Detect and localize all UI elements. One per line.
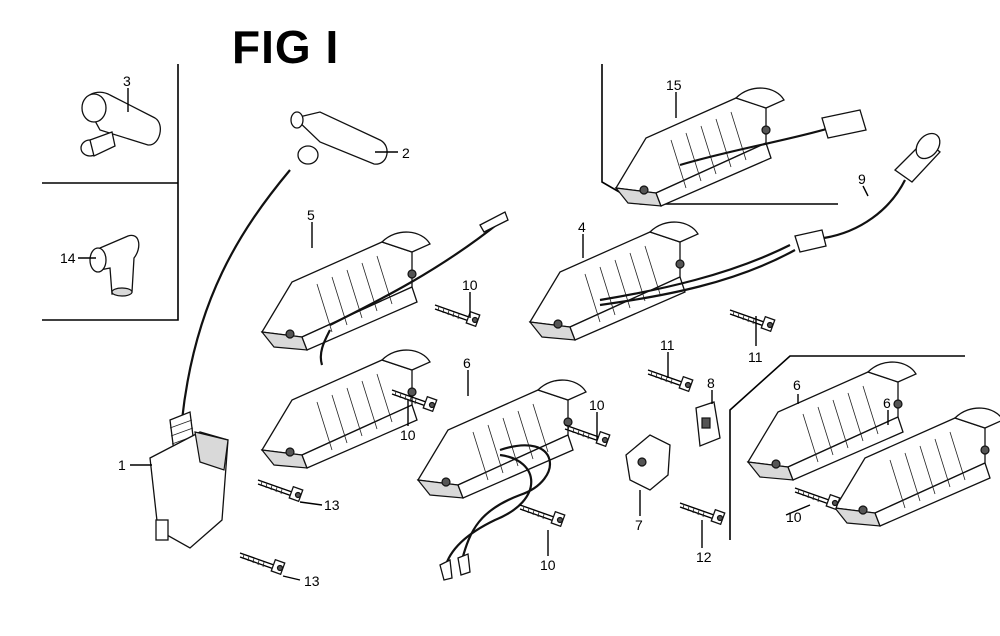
callout-8: 8 — [707, 375, 715, 391]
callout-1: 1 — [118, 457, 126, 473]
callout-12: 12 — [696, 549, 712, 565]
bolt-10-e — [794, 487, 841, 511]
inset-frame-bottom-right — [729, 355, 965, 540]
part-15-coil — [615, 87, 867, 207]
part-2-plug-cap — [290, 111, 388, 165]
callout-9: 9 — [858, 171, 866, 187]
inset-frame-left — [42, 64, 179, 321]
part-4-coil — [529, 221, 796, 341]
part-14-elbow-cap — [89, 234, 140, 297]
callout-6: 6 — [463, 355, 471, 371]
bolt-10-c — [564, 424, 611, 448]
callout-6-inset-b: 6 — [883, 395, 891, 411]
bolt-10-a — [434, 304, 481, 328]
callout-5: 5 — [307, 207, 315, 223]
bolt-11-a — [647, 369, 694, 393]
part-8-grommet — [695, 401, 721, 447]
callout-4: 4 — [578, 219, 586, 235]
callout-10-a: 10 — [462, 277, 478, 293]
callout-13-b: 13 — [304, 573, 320, 589]
bolt-10-d — [519, 504, 566, 528]
callout-11-a: 11 — [660, 337, 675, 353]
bolt-13-a — [257, 479, 304, 503]
callout-7: 7 — [635, 517, 643, 533]
part-7-bracket — [625, 434, 671, 491]
bolt-13-b — [239, 552, 286, 576]
part-1-ignition-coil — [149, 169, 291, 549]
callout-2: 2 — [402, 145, 410, 161]
part-5-coil — [261, 211, 509, 351]
callout-10-d: 10 — [540, 557, 556, 573]
callout-15: 15 — [666, 77, 682, 93]
figure-title: FIG I — [232, 21, 340, 73]
callout-labels: 3 2 14 5 10 4 15 9 6 10 10 11 11 8 7 12 … — [60, 73, 891, 589]
part-9-lead — [794, 132, 941, 253]
callout-13-a: 13 — [324, 497, 340, 513]
part-3-plug-cap — [80, 91, 161, 157]
leader-lines — [78, 88, 889, 581]
part-6-coil-center — [417, 379, 587, 581]
callout-3: 3 — [123, 73, 131, 89]
callout-6-inset-a: 6 — [793, 377, 801, 393]
callout-10-c: 10 — [589, 397, 605, 413]
callout-14: 14 — [60, 250, 76, 266]
callout-11-b: 11 — [748, 349, 763, 365]
callout-10-e: 10 — [786, 509, 802, 525]
callout-10-b: 10 — [400, 427, 416, 443]
bolt-11-b — [729, 309, 776, 333]
coil-lower-left — [261, 329, 431, 469]
